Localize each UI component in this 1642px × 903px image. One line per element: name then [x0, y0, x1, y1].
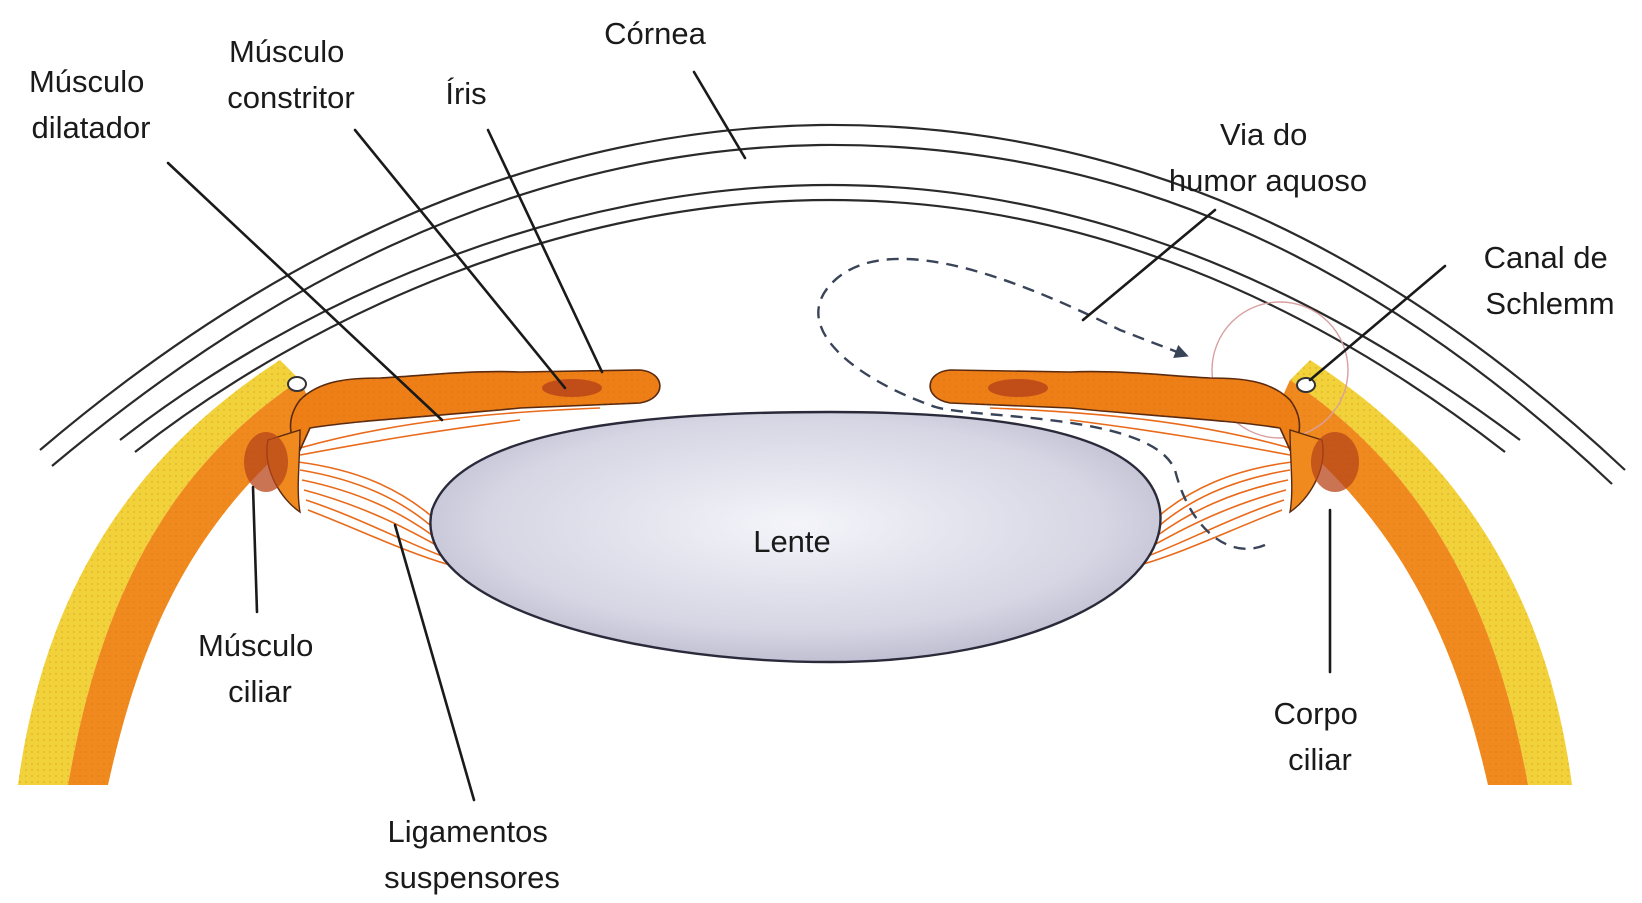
label-musculo-dilatador: Músculo dilatador: [29, 64, 153, 145]
leader-via-humor: [1083, 210, 1215, 320]
label-ligamentos-suspensores: Ligamentos suspensores: [384, 814, 560, 895]
sclera-left: [18, 360, 318, 785]
label-iris: Íris: [445, 76, 486, 111]
leader-musculo-ciliar: [253, 487, 257, 612]
label-cornea: Córnea: [604, 16, 706, 51]
schlemm-canal-right: [1297, 378, 1315, 392]
label-musculo-constritor: Músculo constritor: [227, 34, 354, 115]
label-via-humor-aquoso: Via do humor aquoso: [1169, 117, 1367, 198]
label-musculo-ciliar: Músculo ciliar: [198, 628, 322, 709]
label-lente: Lente: [753, 524, 831, 559]
leader-cornea: [694, 72, 745, 158]
schlemm-canal-left: [288, 377, 306, 391]
label-canal-schlemm: Canal de Schlemm: [1484, 240, 1617, 321]
label-corpo-ciliar: Corpo ciliar: [1273, 696, 1366, 777]
